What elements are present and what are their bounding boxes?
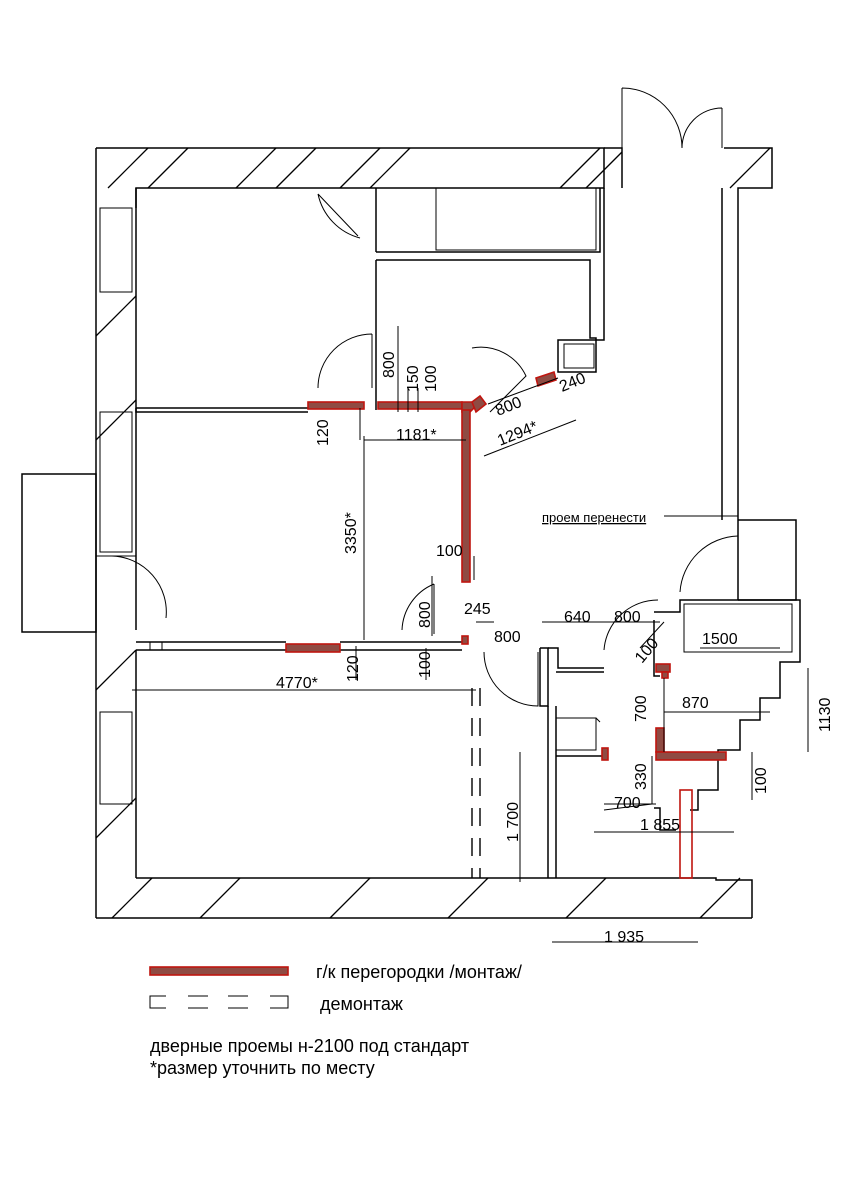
note-verify-on-site: *размер уточнить по месту [150, 1058, 375, 1078]
dim-1855: 1 855 [640, 817, 680, 834]
dim-100-b: 100 [436, 543, 463, 560]
dim-1700: 1 700 [505, 802, 522, 842]
outer-walls [21, 147, 797, 919]
dim-800-d: 800 [494, 629, 521, 646]
dim-800-b: 800 [493, 394, 524, 420]
dim-100-a: 100 [423, 365, 440, 392]
interior-walls [135, 187, 801, 878]
dim-240: 240 [557, 370, 588, 396]
dim-120-a: 120 [315, 419, 332, 446]
new-partitions [285, 370, 727, 879]
wall-hatching [95, 147, 771, 919]
legend-demolish-swatch [149, 995, 289, 1009]
legend-install-label: г/к перегородки /монтаж/ [316, 962, 522, 982]
dim-150: 150 [405, 365, 422, 392]
dim-800-a: 800 [381, 351, 398, 378]
dim-120-b: 120 [345, 655, 362, 682]
dim-800-e: 800 [614, 609, 641, 626]
dim-245: 245 [464, 601, 491, 618]
dim-700-a: 700 [633, 695, 650, 722]
dim-100-c: 100 [632, 635, 662, 666]
dim-640: 640 [564, 609, 591, 626]
legend: г/к перегородки /монтаж/ демонтаж [149, 962, 522, 1014]
legend-install-swatch [149, 966, 289, 976]
dim-1181: 1181* [396, 427, 437, 444]
dim-4770: 4770* [276, 675, 318, 692]
dim-100-e: 100 [753, 767, 770, 794]
dim-1500: 1500 [702, 631, 738, 648]
note-door-openings: дверные проемы н-2100 под стандарт [150, 1036, 469, 1056]
dim-330: 330 [633, 763, 650, 790]
dim-1130: 1130 [817, 697, 834, 732]
dim-100-d: 100 [417, 651, 434, 678]
demolition-walls [471, 688, 481, 878]
dimension-lines [132, 326, 809, 943]
dim-1294: 1294* [495, 418, 540, 449]
dim-870: 870 [682, 695, 709, 712]
annotation-move-opening: проем перенести [542, 510, 646, 525]
legend-demolish-label: демонтаж [320, 994, 403, 1014]
dim-700-b: 700 [614, 795, 641, 812]
doors [96, 87, 739, 811]
dim-800-c: 800 [417, 601, 434, 628]
dim-3350: 3350* [343, 512, 360, 554]
dim-1935: 1 935 [604, 929, 644, 946]
